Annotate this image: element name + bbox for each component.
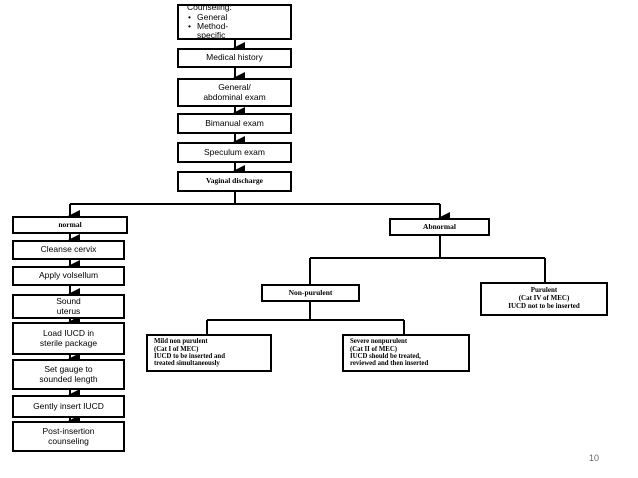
counseling-bullet-method: Method- [187,21,228,32]
normal-box: normal [12,216,128,234]
step-label: Apply volsellum [38,270,99,281]
purulent-box: Purulent (Cat IV of MEC) IUCD not to be … [480,282,608,316]
counseling-box: Counseling: General Method- specific [177,2,292,41]
counseling-bullet-general: General [187,12,227,23]
vaginal-discharge-box: Vaginal discharge [177,171,292,192]
step-gently-insert: Gently insert IUCD [12,395,125,418]
non-purulent-box: Non-purulent [261,284,360,302]
counseling-bullet-method-cont: specific [197,30,226,41]
severe-nonpurulent-label: Severe nonpurulent (Cat II of MEC) IUCD … [350,338,429,368]
step-label: Load IUCD in sterile package [39,328,98,348]
medical-history-box: Medical history [177,48,292,68]
speculum-exam-label: Speculum exam [204,146,265,157]
mild-non-purulent-label: Mild non purulent (Cat I of MEC) IUCD to… [154,338,225,368]
bimanual-exam-label: Bimanual exam [205,117,264,128]
step-post-insertion-counseling: Post-insertion counseling [12,421,125,452]
step-load-iucd: Load IUCD in sterile package [12,322,125,355]
step-label: Cleanse cervix [40,244,97,255]
vaginal-discharge-label: Vaginal discharge [205,176,264,186]
step-cleanse-cervix: Cleanse cervix [12,240,125,260]
medical-history-label: Medical history [206,52,263,63]
abnormal-label: Abnormal [423,221,456,231]
step-label: Gently insert IUCD [33,400,104,411]
step-label: Set gauge to sounded length [39,364,98,384]
step-apply-volsellum: Apply volsellum [12,266,125,286]
page-number: 10 [589,453,600,463]
step-label: Post-insertion counseling [42,426,95,446]
severe-nonpurulent-box: Severe nonpurulent (Cat II of MEC) IUCD … [342,334,470,372]
non-purulent-label: Non-purulent [288,287,333,297]
general-exam-box: General/ abdominal exam [177,78,292,107]
abnormal-box: Abnormal [389,218,490,236]
step-set-gauge: Set gauge to sounded length [12,359,125,390]
bimanual-exam-box: Bimanual exam [177,113,292,134]
speculum-exam-box: Speculum exam [177,142,292,163]
mild-non-purulent-box: Mild non purulent (Cat I of MEC) IUCD to… [146,334,272,372]
normal-label: normal [58,219,82,229]
purulent-label: Purulent (Cat IV of MEC) IUCD not to be … [508,286,580,310]
step-label: Sound uterus [56,296,81,316]
general-exam-label: General/ abdominal exam [203,82,266,102]
step-sound-uterus: Sound uterus [12,294,125,319]
counseling-title: Counseling: [187,2,232,13]
